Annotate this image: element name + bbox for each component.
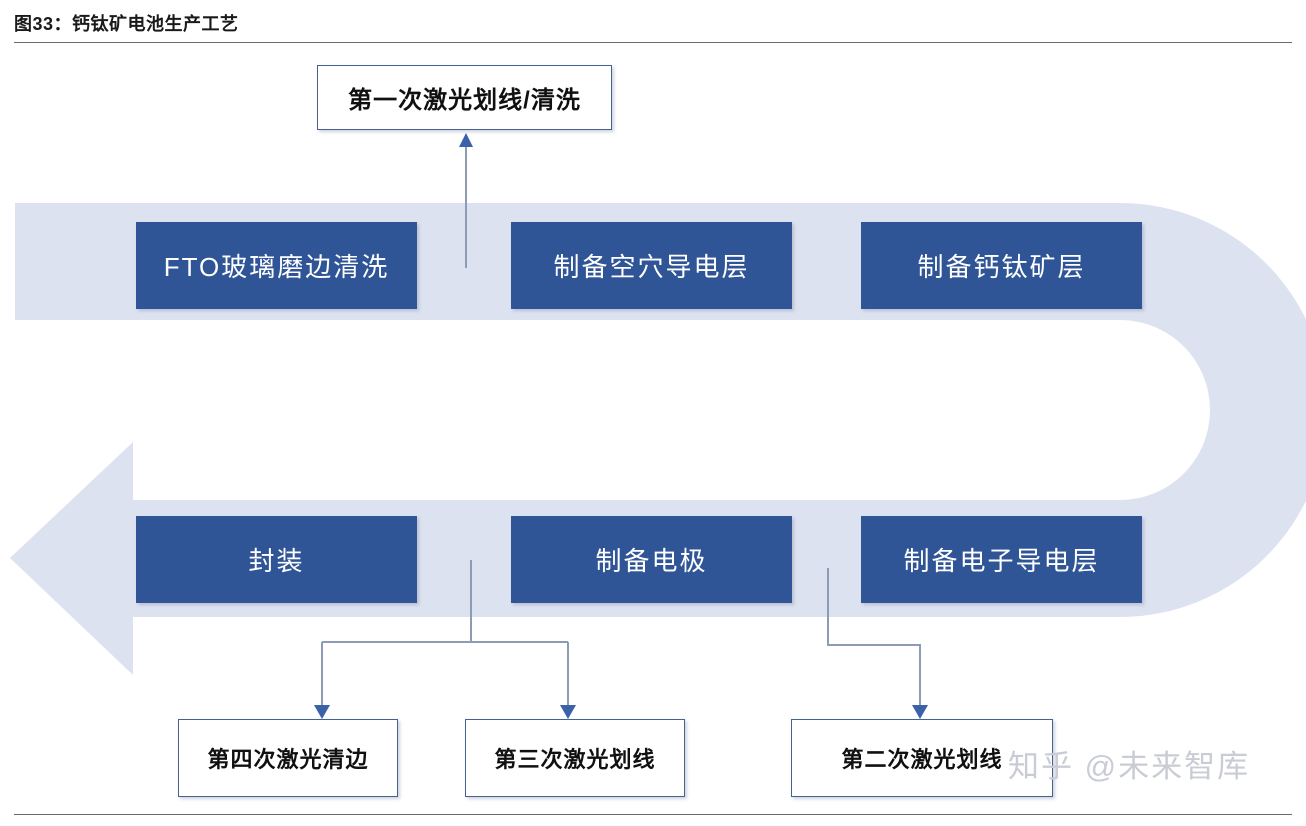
process-box-electron-transport-label: 制备电子导电层 bbox=[903, 546, 1100, 576]
watermark: 知乎 @未来智库 bbox=[1008, 749, 1251, 784]
process-box-encapsulation[interactable]: 封装 bbox=[136, 516, 417, 603]
process-box-fto-clean[interactable]: FTO玻璃磨边清洗 bbox=[136, 222, 417, 309]
figure-title: 图33：钙钛矿电池生产工艺 bbox=[14, 14, 239, 34]
connector-to-laser-scribe-1 bbox=[459, 133, 473, 268]
process-box-perovskite-layer[interactable]: 制备钙钛矿层 bbox=[861, 222, 1142, 309]
callout-laser-scribe-2[interactable]: 第二次激光划线 bbox=[791, 719, 1053, 797]
callout-laser-edge-4-label: 第四次激光清边 bbox=[207, 747, 369, 772]
callout-laser-scribe-1-label: 第一次激光划线/清洗 bbox=[348, 87, 581, 114]
callout-laser-scribe-1[interactable]: 第一次激光划线/清洗 bbox=[317, 65, 612, 130]
process-box-electron-transport[interactable]: 制备电子导电层 bbox=[861, 516, 1142, 603]
process-box-electrode[interactable]: 制备电极 bbox=[511, 516, 792, 603]
process-box-fto-clean-label: FTO玻璃磨边清洗 bbox=[163, 252, 390, 282]
process-box-electrode-label: 制备电极 bbox=[595, 546, 708, 576]
callout-laser-scribe-2-label: 第二次激光划线 bbox=[841, 747, 1003, 772]
process-box-hole-transport[interactable]: 制备空穴导电层 bbox=[511, 222, 792, 309]
callout-laser-edge-4[interactable]: 第四次激光清边 bbox=[178, 719, 398, 797]
callout-laser-scribe-3[interactable]: 第三次激光划线 bbox=[465, 719, 685, 797]
title-divider bbox=[14, 42, 1292, 43]
bottom-divider bbox=[14, 814, 1292, 815]
process-box-perovskite-layer-label: 制备钙钛矿层 bbox=[917, 252, 1086, 282]
callout-laser-scribe-3-label: 第三次激光划线 bbox=[494, 747, 656, 772]
process-box-hole-transport-label: 制备空穴导电层 bbox=[553, 252, 750, 282]
process-box-encapsulation-label: 封装 bbox=[248, 546, 305, 576]
